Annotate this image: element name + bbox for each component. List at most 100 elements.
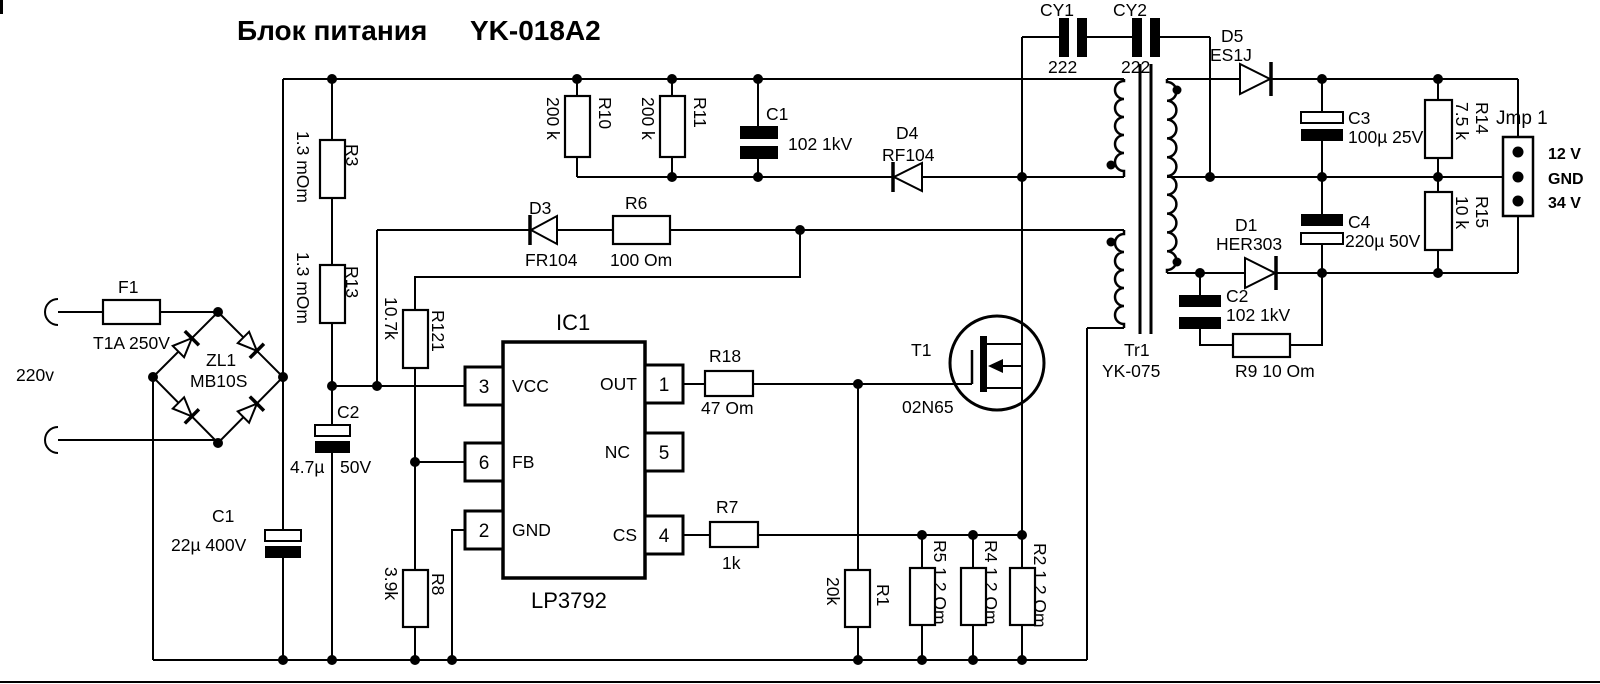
component-fuse-f1: F1 T1A 250V <box>93 277 170 353</box>
label-r10-ref: R10 <box>595 97 615 129</box>
component-cap-cy2: CY2 222 <box>1113 0 1160 77</box>
label-d3-value: FR104 <box>525 250 578 270</box>
component-resistor-r6: R6 100 Om <box>610 193 672 270</box>
label-r5: R5 1.2 Om <box>930 540 950 625</box>
label-r7-value: 1k <box>722 553 741 573</box>
component-resistor-r10: 200 k R10 <box>543 94 615 159</box>
label-d1-ref: D1 <box>1235 215 1257 235</box>
label-f1-ref: F1 <box>118 277 138 297</box>
bridge-diode-icon <box>236 330 266 360</box>
connector-pin-gnd <box>1512 171 1524 183</box>
label-f1-value: T1A 250V <box>93 333 170 353</box>
component-bridge-zl1: ZL1 MB10S <box>171 329 266 425</box>
label-c3-ref: C3 <box>1348 108 1370 128</box>
label-c4-value: 220µ 50V <box>1345 231 1421 251</box>
component-diode-d3: D3 FR104 <box>525 198 578 270</box>
label-cy2-value: 222 <box>1121 57 1150 77</box>
component-resistor-r18: R18 47 Om <box>701 346 755 418</box>
label-r15-value: 10 k <box>1452 196 1472 229</box>
label-pin2-num: 2 <box>479 521 490 542</box>
label-r1-ref: R1 <box>873 584 893 606</box>
component-resistor-r13: 1.3 mOm R13 <box>293 252 362 325</box>
label-pin-cs: CS <box>613 525 637 545</box>
label-cy1-ref: CY1 <box>1040 0 1074 20</box>
component-resistor-r4: R4 1.2 Om <box>959 540 1001 627</box>
label-r18-ref: R18 <box>709 346 741 366</box>
label-c2snub-value: 102 1kV <box>1226 305 1291 325</box>
bridge-diode-icon <box>236 395 266 425</box>
label-r121-value: 10.7k <box>381 297 401 340</box>
component-resistor-r1: 20k R1 <box>823 568 893 629</box>
label-pin3-num: 3 <box>479 377 490 398</box>
component-resistor-r8: 3.9k R8 <box>381 567 448 629</box>
ac-terminal-2 <box>44 426 59 454</box>
label-c2snub-ref: C2 <box>1226 286 1248 306</box>
label-r11-value: 200 k <box>638 97 658 140</box>
component-resistor-r3: 1.3 mOm R3 <box>293 131 362 203</box>
label-r3-ref: R3 <box>342 144 362 166</box>
label-r18-value: 47 Om <box>701 398 754 418</box>
label-r121-ref: R121 <box>428 310 448 352</box>
label-r2: R2 1.2 Om <box>1030 543 1050 628</box>
label-cy2-ref: CY2 <box>1113 0 1147 20</box>
label-r13-value: 1.3 mOm <box>293 252 313 324</box>
ac-terminal-1 <box>44 298 59 326</box>
ac-input: 220v <box>16 298 59 454</box>
component-cap-cy1: CY1 222 <box>1040 0 1087 77</box>
component-cap-c1-snubber: C1 102 1kV <box>740 104 853 159</box>
label-c2vcc-ref: C2 <box>337 402 359 422</box>
label-out-gnd: GND <box>1548 171 1584 188</box>
label-r15-ref: R15 <box>1472 196 1492 228</box>
component-resistor-r15: 10 k R15 <box>1423 190 1492 252</box>
bridge-diode-icon <box>171 329 201 359</box>
label-t1-ref: T1 <box>911 340 931 360</box>
label-c1snub-value: 102 1kV <box>788 134 853 154</box>
component-diode-d4: D4 RF104 <box>882 123 935 193</box>
wires <box>58 36 1519 661</box>
component-resistor-r121: 10.7k R121 <box>381 297 448 370</box>
label-pin1-num: 1 <box>659 375 670 396</box>
label-c2vcc-value: 4.7µ <box>290 457 324 477</box>
label-r3-value: 1.3 mOm <box>293 131 313 203</box>
label-t1-part: 02N65 <box>902 397 954 417</box>
schematic-title: Блок питания YK-018A2 <box>237 15 601 46</box>
label-out-12v: 12 V <box>1548 146 1581 163</box>
label-r10-value: 200 k <box>543 97 563 140</box>
component-cap-c4: C4 220µ 50V <box>1300 212 1421 251</box>
label-pin-vcc: VCC <box>512 376 549 396</box>
label-r4: R4 1.2 Om <box>981 540 1001 625</box>
component-diode-d5: D5 ES1J <box>1210 26 1273 96</box>
label-d1-value: HER303 <box>1216 234 1282 254</box>
component-transformer-tr1: Tr1 YK-075 <box>1102 64 1182 381</box>
label-d5-ref: D5 <box>1221 26 1243 46</box>
junction-dots <box>148 74 1443 665</box>
component-mosfet-t1: T1 02N65 <box>902 314 1046 417</box>
component-resistor-r9: R9 10 Om <box>1231 332 1315 381</box>
label-cy1-value: 222 <box>1048 57 1077 77</box>
label-zl1-ref: ZL1 <box>206 350 236 370</box>
component-cap-c3: C3 100µ 25V <box>1300 108 1424 147</box>
component-resistor-r5: R5 1.2 Om <box>908 540 950 627</box>
label-c1snub-ref: C1 <box>766 104 788 124</box>
label-pin6-num: 6 <box>479 453 490 474</box>
label-pin4-num: 4 <box>659 526 670 547</box>
label-d4-value: RF104 <box>882 145 935 165</box>
label-d3-ref: D3 <box>529 198 551 218</box>
label-c1bulk-value: 22µ 400V <box>171 535 247 555</box>
label-pin-gnd: GND <box>512 520 551 540</box>
label-ic1-ref: IC1 <box>556 310 590 335</box>
label-r8-ref: R8 <box>428 573 448 595</box>
component-cap-c2-snubber: C2 102 1kV <box>1179 286 1291 329</box>
label-pin-fb: FB <box>512 452 534 472</box>
component-diode-d1: D1 HER303 <box>1216 215 1282 290</box>
aux-winding <box>1113 230 1126 328</box>
secondary-winding <box>1165 79 1178 273</box>
label-r1-value: 20k <box>823 577 843 605</box>
primary-winding <box>1113 79 1126 177</box>
label-r14-ref: R14 <box>1472 102 1492 134</box>
component-resistor-r7: R7 1k <box>708 497 760 573</box>
component-resistor-r11: 200 k R11 <box>638 94 710 159</box>
label-r9: R9 10 Om <box>1235 361 1315 381</box>
connector-pin-12v <box>1512 146 1524 158</box>
